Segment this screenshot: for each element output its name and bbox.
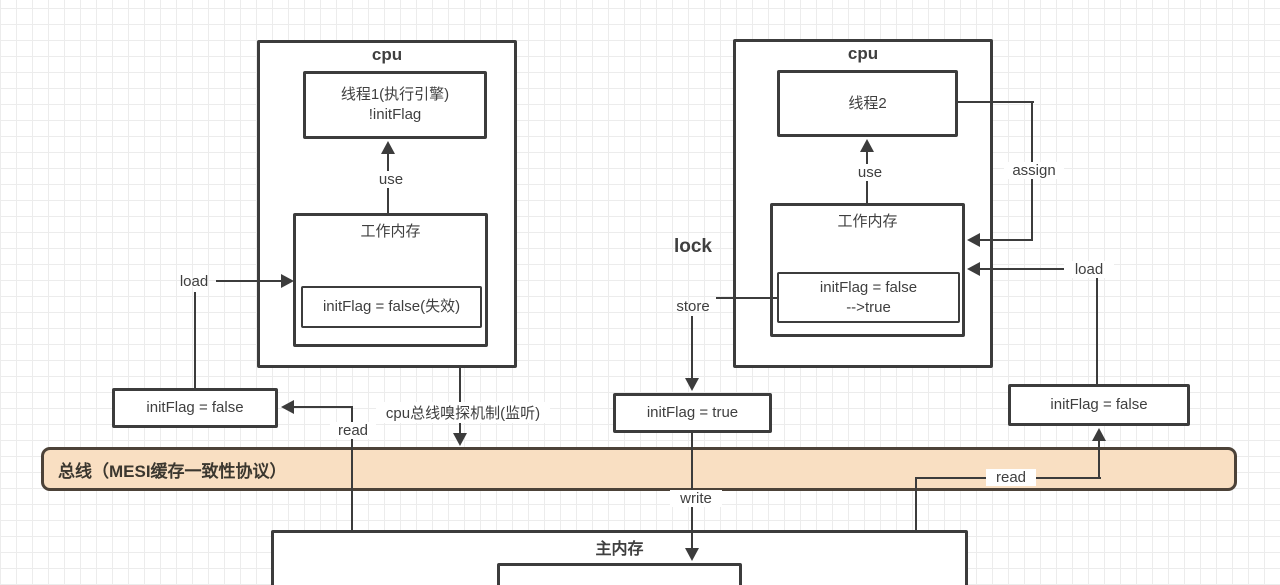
- left-use-label: use: [370, 171, 412, 188]
- left-load-line: [216, 280, 283, 282]
- left-read-label: read: [330, 422, 376, 439]
- left-read-line-v: [351, 406, 353, 530]
- right-load-arrowhead-icon: [967, 262, 980, 276]
- right-use-label: use: [849, 164, 891, 181]
- flag-true-value: initFlag = true: [646, 404, 739, 421]
- right-cache-box: initFlag = false: [1008, 384, 1190, 426]
- left-thread-line1: 线程1(执行引擎): [340, 86, 450, 103]
- bus-sniff-label: cpu总线嗅探机制(监听): [376, 402, 550, 423]
- left-thread-text: 线程1(执行引擎) !initFlag: [306, 74, 484, 136]
- right-thread-text: 线程2: [848, 94, 887, 112]
- bus-bar: 总线（MESI缓存一致性协议）: [41, 447, 1237, 491]
- right-read-line-v2: [1098, 439, 1100, 479]
- left-cache-value: initFlag = false: [146, 399, 244, 416]
- left-load-arrowhead-icon: [281, 274, 294, 288]
- right-read-line-v1: [915, 477, 917, 531]
- flag-true-box: initFlag = true: [613, 393, 772, 433]
- left-read-line-h: [294, 406, 353, 408]
- assign-line-h2: [979, 239, 1033, 241]
- lock-label: lock: [673, 236, 713, 257]
- store-arrowhead-icon: [685, 378, 699, 391]
- bus-label: 总线（MESI缓存一致性协议）: [58, 461, 287, 481]
- left-load-label: load: [179, 273, 209, 290]
- left-thread-line2: !initFlag: [368, 106, 422, 123]
- store-line-v: [691, 316, 693, 380]
- left-read-arrowhead-icon: [281, 400, 294, 414]
- right-cpu-title: cpu: [847, 44, 879, 63]
- left-cpu-title: cpu: [371, 45, 403, 64]
- write-arrowhead-icon: [685, 548, 699, 561]
- right-load-label: load: [1064, 261, 1114, 278]
- bus-sniff-arrowhead-icon: [453, 433, 467, 446]
- left-working-memory-title: 工作内存: [360, 223, 421, 240]
- left-thread-box: 线程1(执行引擎) !initFlag: [303, 71, 487, 139]
- right-working-memory-value-line1: initFlag = false: [819, 278, 918, 296]
- assign-label: assign: [1004, 162, 1064, 179]
- store-label: store: [676, 298, 710, 315]
- left-working-memory-value-box: initFlag = false(失效): [301, 286, 482, 328]
- right-working-memory-value-box: initFlag = false -->true: [777, 272, 960, 323]
- right-working-memory-value: initFlag = false -->true: [779, 274, 958, 321]
- left-load-drop-line: [194, 292, 196, 388]
- left-working-memory-value: initFlag = false(失效): [322, 298, 461, 315]
- right-read-arrowhead-icon: [1092, 428, 1106, 441]
- left-use-arrowhead-icon: [381, 141, 395, 154]
- right-read-label: read: [986, 469, 1036, 486]
- main-memory-title: 主内存: [595, 541, 644, 558]
- right-use-arrowhead-icon: [860, 139, 874, 152]
- right-load-line-h: [979, 268, 1070, 270]
- left-cache-box: initFlag = false: [112, 388, 278, 428]
- right-working-memory-title: 工作内存: [837, 213, 898, 230]
- write-label: write: [670, 490, 722, 507]
- assign-arrowhead-icon: [967, 233, 980, 247]
- main-memory-inner-box: [497, 563, 742, 585]
- right-thread-box: 线程2: [777, 70, 958, 137]
- store-line-h: [716, 297, 777, 299]
- right-cache-value: initFlag = false: [1050, 396, 1148, 413]
- assign-line-h1: [958, 101, 1034, 103]
- right-load-drop-line: [1096, 278, 1098, 384]
- right-working-memory-value-line2: -->true: [846, 298, 891, 316]
